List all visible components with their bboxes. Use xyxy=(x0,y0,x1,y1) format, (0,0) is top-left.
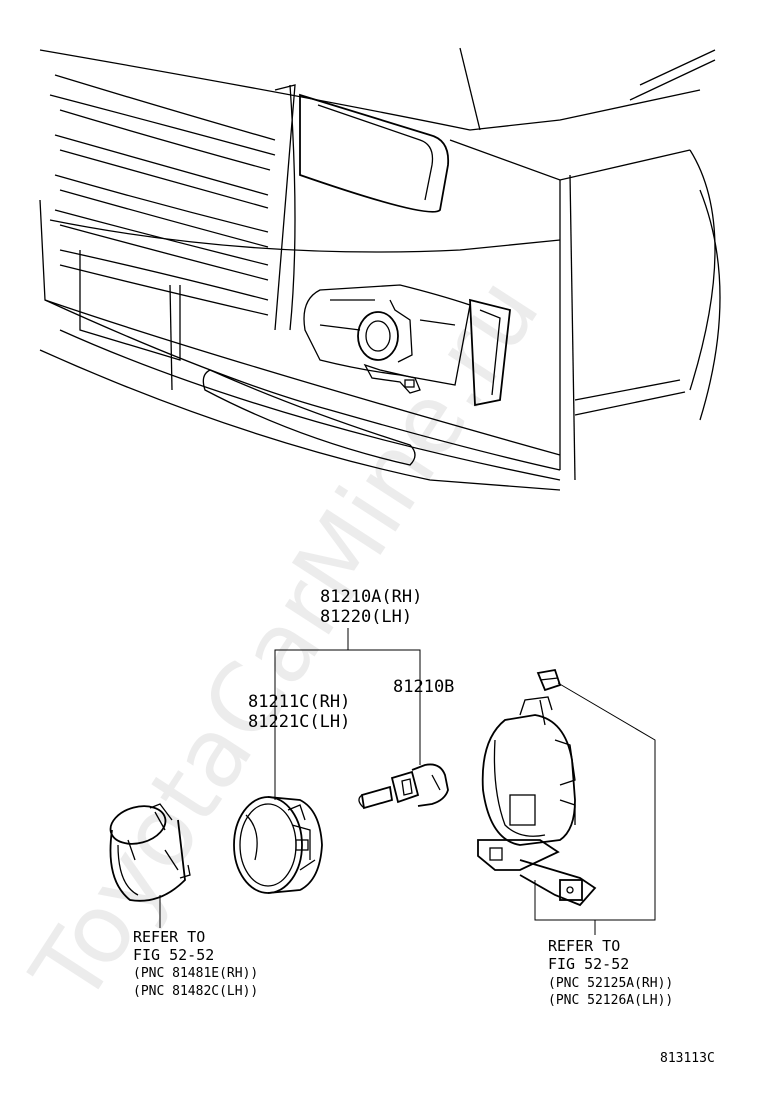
bulb-part-number: 81210B xyxy=(393,677,454,697)
cover-refer-to: REFER TO xyxy=(133,928,205,946)
leader-lines xyxy=(159,628,656,935)
lamp-unit-part-rh: 81211C(RH) xyxy=(248,692,350,712)
bracket-refer-to: REFER TO xyxy=(548,937,620,955)
fog-lamp-assy-part-lh: 81220(LH) xyxy=(320,607,412,627)
fog-bulb xyxy=(358,763,449,810)
cover-pnc-lh: (PNC 81482C(LH)) xyxy=(133,984,258,999)
fog-lamp-bracket xyxy=(477,668,597,907)
figure-number: 813113C xyxy=(660,1051,715,1066)
fog-lamp-assy-part-rh: 81210A(RH) xyxy=(320,587,422,607)
fog-lamp-cover xyxy=(109,803,191,902)
cover-pnc-rh: (PNC 81481E(RH)) xyxy=(133,966,258,981)
bracket-fig-ref: FIG 52-52 xyxy=(548,955,629,973)
lamp-unit-part-lh: 81221C(LH) xyxy=(248,712,350,732)
bracket-pnc-lh: (PNC 52126A(LH)) xyxy=(548,993,673,1008)
cover-fig-ref: FIG 52-52 xyxy=(133,946,214,964)
fog-lamp-unit xyxy=(233,796,323,894)
bracket-pnc-rh: (PNC 52125A(RH)) xyxy=(548,976,673,991)
vehicle-front-illustration xyxy=(39,47,721,491)
